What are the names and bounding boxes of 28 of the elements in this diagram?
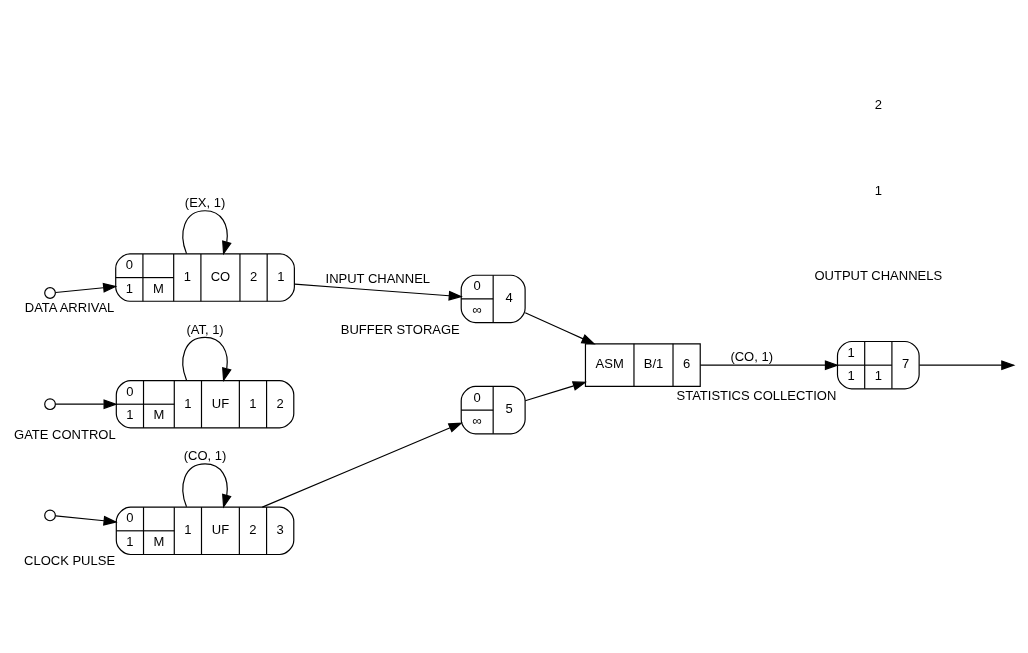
- arrow: [918, 359, 1016, 370]
- node-label: CLOCK PULSE: [24, 552, 116, 568]
- edge-label: (CO, 1): [730, 348, 774, 364]
- label: OUTPUT CHANNELS: [814, 267, 943, 283]
- arrow: [294, 283, 463, 301]
- arrow: [524, 311, 596, 344]
- edge-label: (AT, 1): [186, 321, 224, 337]
- node-circle: [44, 397, 56, 410]
- arrow: [55, 282, 118, 293]
- edge-label: INPUT CHANNEL: [325, 270, 431, 286]
- node-circle: [44, 509, 56, 521]
- arrow: [55, 514, 118, 526]
- arrow: [524, 380, 587, 401]
- label: 1: [874, 182, 882, 198]
- node-label: BUFFER STORAGE: [340, 321, 460, 337]
- arrow: [182, 336, 232, 382]
- node-circle: [44, 286, 56, 299]
- node-label: GATE CONTROL: [14, 426, 116, 442]
- arrow: [261, 421, 463, 508]
- node-label: DATA ARRIVAL: [24, 299, 115, 315]
- label: 2: [874, 96, 882, 112]
- arrow: [699, 359, 840, 370]
- edge-label: (EX, 1): [184, 194, 226, 210]
- edge-label: (CO, 1): [183, 447, 227, 463]
- arrow: [182, 462, 232, 509]
- node-label: STATISTICS COLLECTION: [676, 387, 837, 403]
- arrow: [55, 398, 118, 409]
- arrow: [182, 209, 232, 255]
